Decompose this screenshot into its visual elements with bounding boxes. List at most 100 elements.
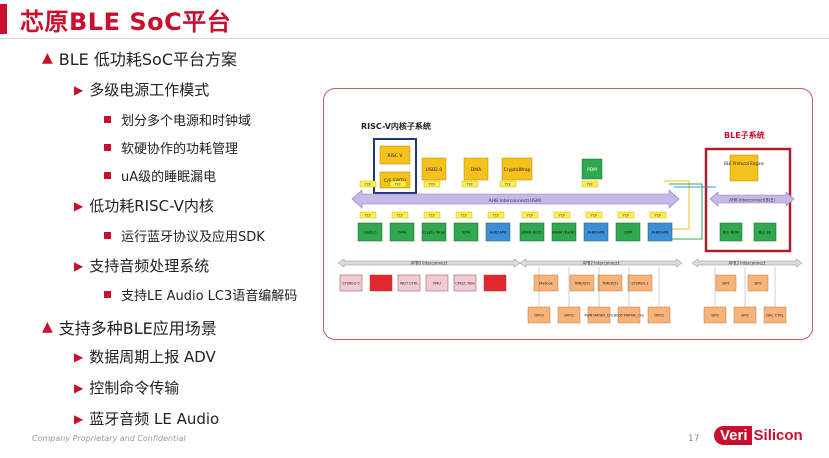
ahb-slave-label: SDM [462,231,470,235]
riscv-core-label: RISC V [388,153,404,159]
apb0-periph-label: WDT CTRL [400,282,418,286]
triangle-right-icon: ▶ [74,198,84,213]
apb2-top-periph-label: TIMER(5) [601,282,618,286]
bullet-text: 多级电源工作模式 [89,81,210,99]
apb2-top-periph-label: SYSREG 2 [631,282,648,286]
bullet-level2: ▶蓝牙音频 LE Audio [74,408,219,429]
apb3-top-periph-box [747,274,769,292]
usb-master-block [421,157,447,181]
tcf-block [389,180,407,188]
apb3-top-periph-label: SPI2 [754,282,762,286]
ahb-slave-label: SRAM (ECC) [521,231,543,235]
apb0-periph-box [369,274,393,292]
apb0-periph-label: SYSREG 0 [342,282,359,286]
tcf-block [423,211,441,219]
tcf-block [359,211,377,219]
bullet-level2: ▶ 低功耗RISC-V内核 [74,195,214,216]
ble-rom-box [719,222,743,242]
tcf-block [423,180,441,188]
apb3-bus-label: APB3 Interconnect [729,261,766,266]
logo-veri: Veri [714,426,752,445]
bullet-level2: ▶数据周期上报 ADV [74,346,216,367]
ahb-main-bus-label: AHB Interconnect(HSM) [488,198,541,204]
riscv-core-block [379,145,411,165]
ahb-slave-box [453,222,479,242]
tcf-label: TCF [586,183,593,187]
square-bullet-icon [104,116,111,123]
block-diagram-svg: RISC-V内核子系统 BLE子系统 RISC V C/S SWTH USB2.… [337,121,803,324]
ahb-slave-label: USB2.0 [363,231,377,235]
triangle-up-icon: ▲ [42,319,53,335]
bullet-level3: 支持LE Audio LC3语音编解码 [104,285,297,304]
ahb-ble-bus-label: AHB Interconnect(BLE) [729,198,775,203]
apb0-periph-box [397,274,421,292]
cryptowrap-block [501,157,533,181]
logo-silicon: Silicon [753,427,803,444]
tcf-block [521,211,539,219]
apb3-bottom-periph-label: SPI0 [711,314,719,318]
ahb-slave-label: DMA [398,231,407,235]
square-bullet-icon [104,291,111,298]
ahb-slave-label: QSPI [624,231,632,235]
apb2-bottom-periph-label: GPIO1 [564,314,574,318]
verisilicon-logo: Veri Silicon [714,426,803,445]
ahb-slave-box [647,222,673,242]
bullet-level1: ▲BLE 低功耗SoC平台方案 [42,46,237,70]
usb-master-label: USB2.0 [426,167,443,173]
ahb-main-bus-arrow [351,189,680,209]
ahb-slave-box [389,222,415,242]
tcf-label: TCF [428,214,435,218]
apb2-top-periph-box [627,274,653,292]
tcf-label: TCF [590,214,597,218]
tcf-label: TCF [504,183,511,187]
tcf-label: TCF [396,214,403,218]
apb2-top-periph-label: Mailbox [539,282,552,286]
ahb-slave-box [357,222,383,242]
ble-ee-box [753,222,777,242]
bullet-level1: ▲支持多种BLE应用场景 [42,315,217,339]
bullet-text: 低功耗RISC-V内核 [89,197,214,215]
title-accent-bar [0,4,7,34]
apb2-bottom-periph-label: PWM MATRIX_CFG [585,314,614,318]
apb2-top-periph-label: TIMER(5) [573,282,590,286]
tcf-block [461,180,479,188]
apb0-periph-box [453,274,477,292]
square-bullet-icon [104,172,111,179]
tcf-block [553,211,571,219]
tcf-label: TCF [394,183,401,187]
apb0-periph-box [483,274,507,292]
risc-subsystem-label: RISC-V内核子系统 [361,121,431,131]
ahb-slave-label: SRAM (Fix/Ar) [552,231,577,235]
apb3-bottom-periph-label: SPI2 [741,314,749,318]
tcf-block [649,211,667,219]
ahb-slave-box [485,222,511,242]
ble-engine-label: BLE Protocol Engine [724,161,764,166]
pdm-block [581,158,603,180]
ahb-slave-label: AHB2APB [587,231,605,235]
apb2-top-periph-box [569,274,595,292]
tcf-label: TCF [428,183,435,187]
tcf-block [581,180,599,188]
tcf-label: TCF [364,214,371,218]
dma-master-block [463,157,489,181]
ahb-slave-box [615,222,641,242]
bullet-text: uA级的睡眠漏电 [121,170,217,185]
ahb-slave-box [583,222,609,242]
bullet-level3: 运行蓝牙协议及应用SDK [104,226,265,245]
bullet-text: 数据周期上报 ADV [89,348,216,366]
bullet-level3: uA级的睡眠漏电 [104,166,216,185]
tcf-label: TCF [558,214,565,218]
bullet-level3: 划分多个电源和时钟域 [104,110,251,129]
bullet-level3: 软硬协作的功耗管理 [104,138,238,157]
ahb-slave-label: AHB2APB [489,231,507,235]
page-number: 17 [688,434,700,444]
tcf-label: TCF [526,214,533,218]
bullet-text: 支持音频处理系统 [89,257,210,275]
apb2-top-periph-box [533,274,559,292]
triangle-right-icon: ▶ [74,82,84,97]
soc-block-diagram: RISC-V内核子系统 BLE子系统 RISC V C/S SWTH USB2.… [323,88,813,340]
bullet-level2: ▶控制命令传输 [74,377,179,398]
